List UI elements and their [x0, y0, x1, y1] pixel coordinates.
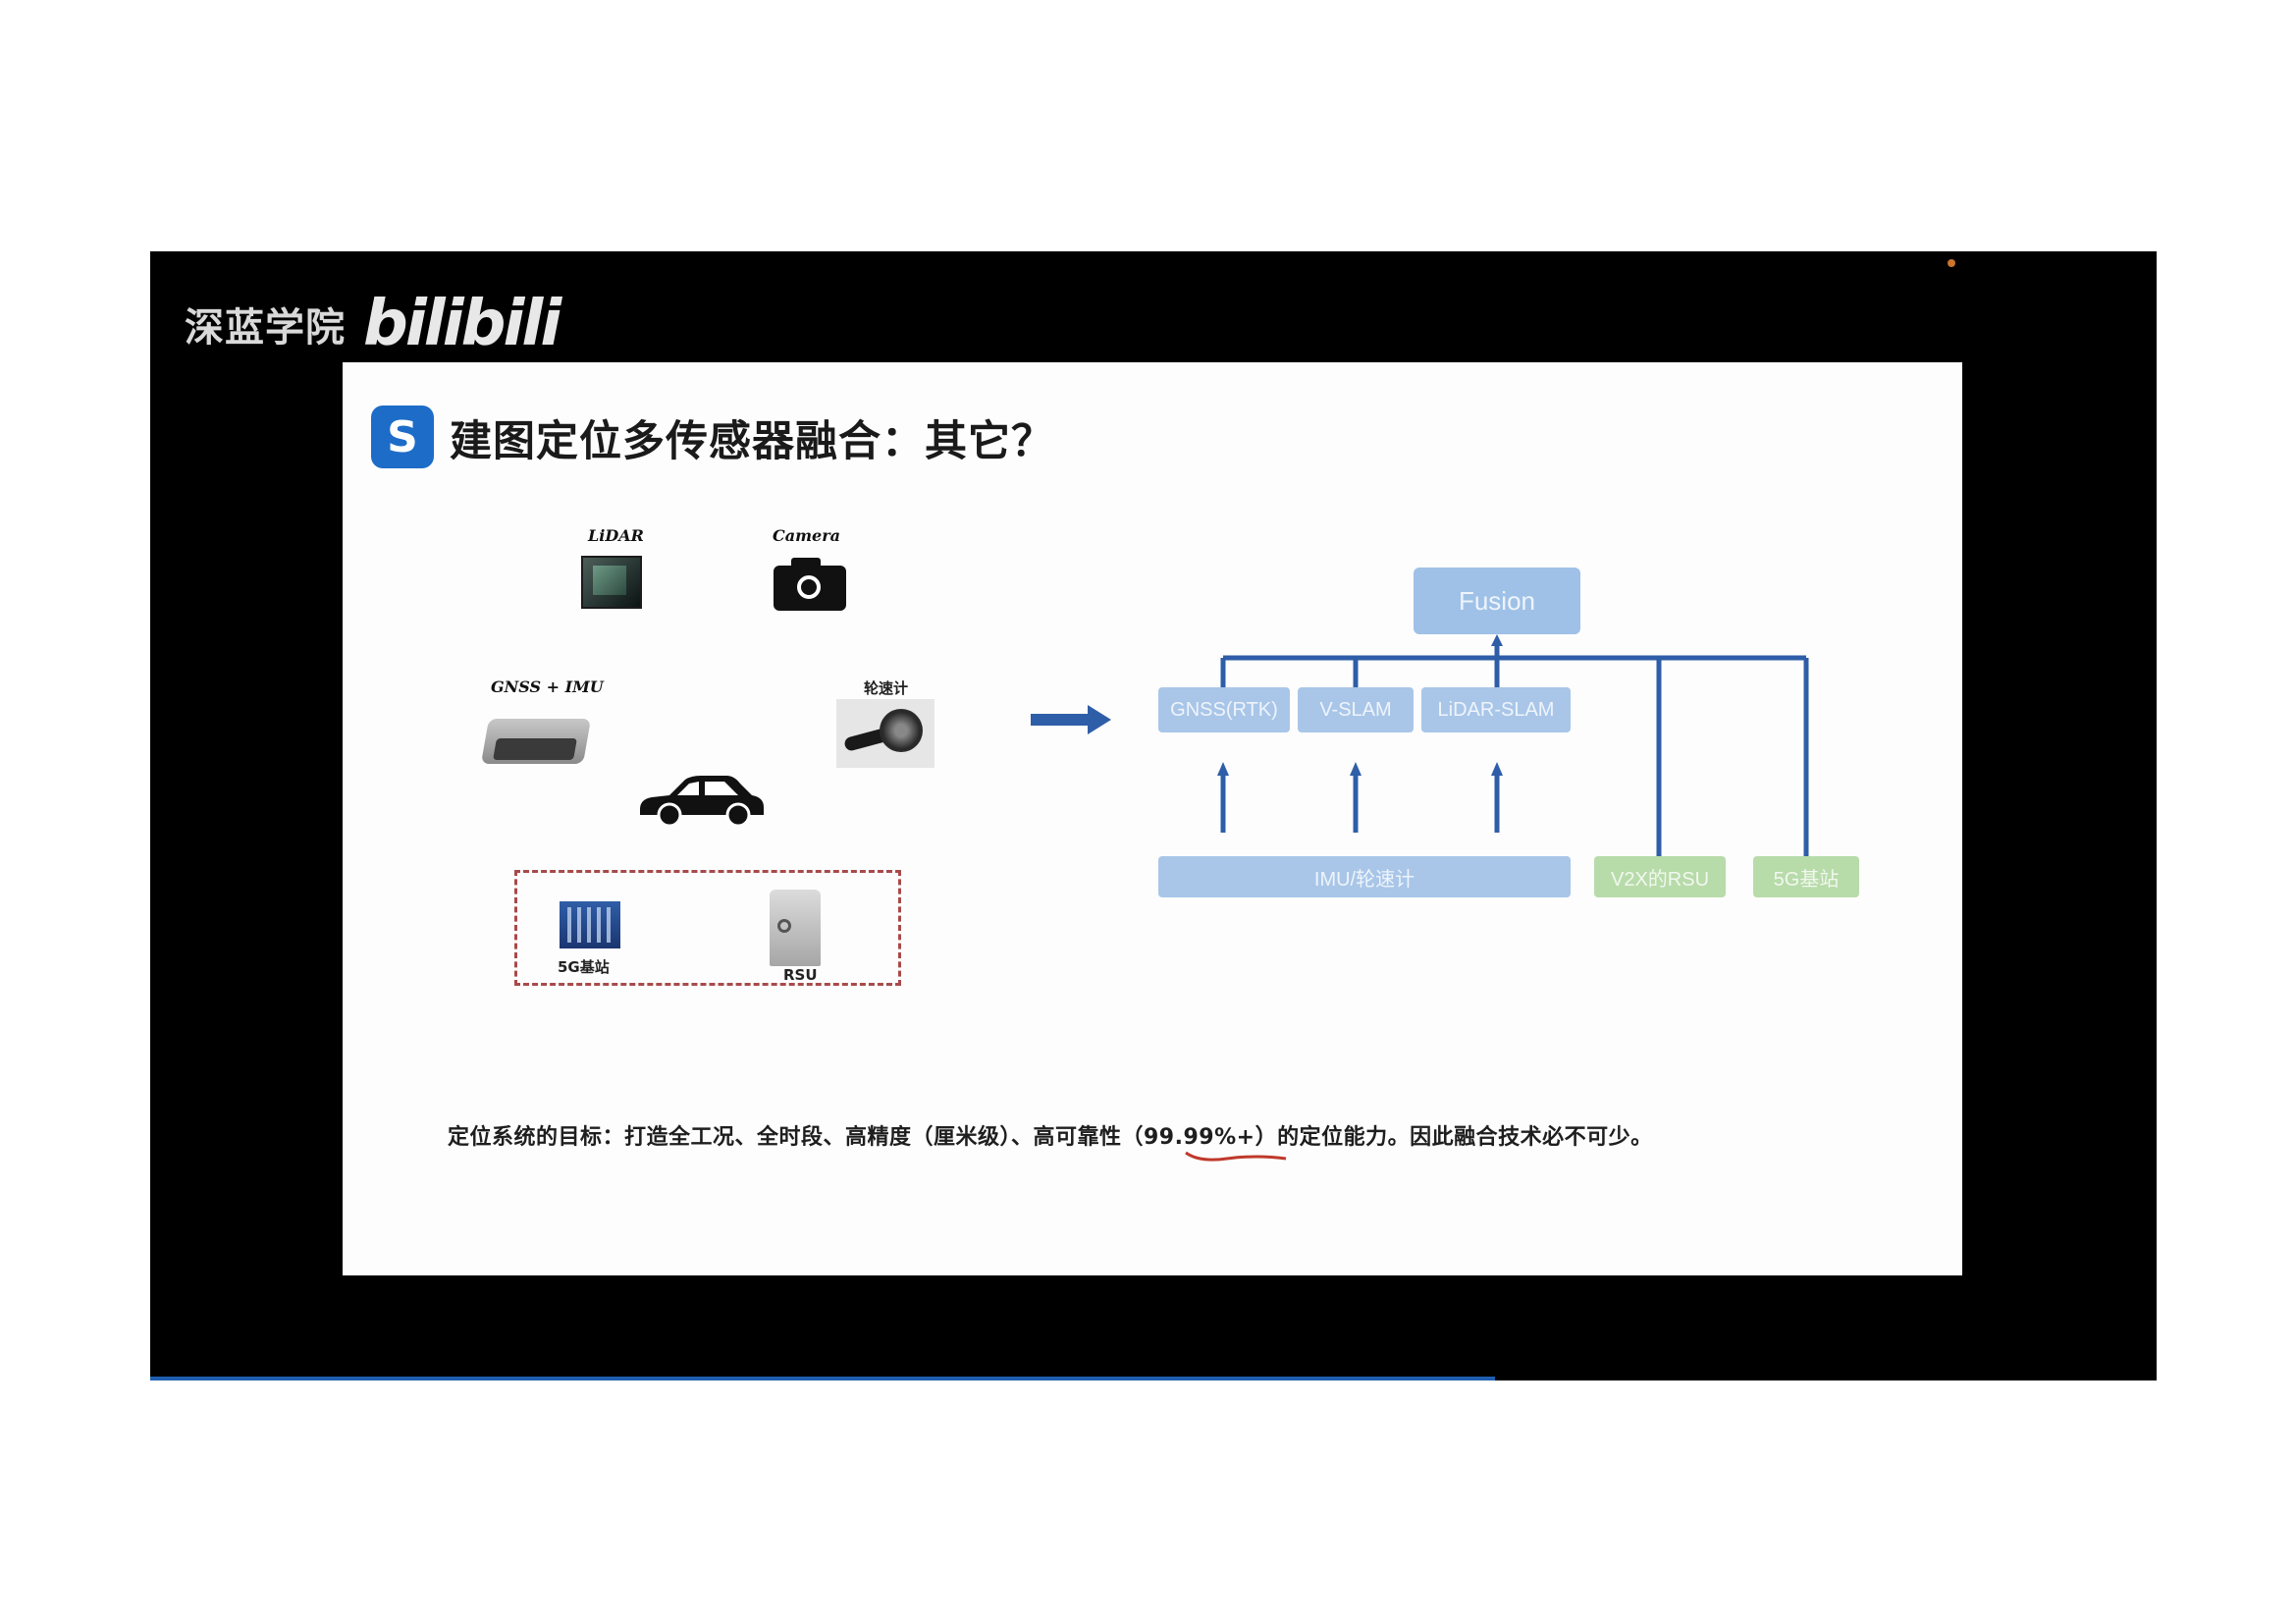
video-progress-bar[interactable]: [150, 1377, 1495, 1380]
watermark: 深蓝学院 bilibili: [185, 285, 561, 363]
rsu-label: RSU: [783, 966, 818, 984]
slide-title: 建图定位多传感器融合：其它？: [450, 417, 1054, 466]
vslam-node: V-SLAM: [1298, 687, 1414, 732]
infrastructure-group: [514, 870, 901, 986]
rsu-icon: [770, 890, 821, 966]
gnss-rtk-node: GNSS(RTK): [1158, 687, 1290, 732]
wheel-label: 轮速计: [864, 679, 909, 697]
fusion-node: Fusion: [1414, 568, 1580, 634]
lidar-slam-node: LiDAR-SLAM: [1421, 687, 1571, 732]
lidar-sensor-icon: [581, 556, 642, 609]
camera-label: Camera: [773, 526, 841, 545]
goal-statement: 定位系统的目标：打造全工况、全时段、高精度（厘米级）、高可靠性（99.99%+）…: [448, 1125, 1653, 1150]
right-arrow-icon: [1031, 705, 1111, 734]
gnss-imu-icon: [480, 705, 593, 770]
bilibili-logo: bilibili: [363, 288, 561, 360]
5g-station-icon: [560, 901, 620, 948]
lidar-label: LiDAR: [588, 526, 644, 545]
imu-wheel-node: IMU/轮速计: [1158, 856, 1571, 897]
status-dot: [1948, 259, 1955, 267]
v2x-rsu-node: V2X的RSU: [1594, 856, 1726, 897]
camera-icon: [774, 556, 846, 611]
wheel-encoder-icon: [836, 699, 934, 768]
gnss-imu-label: GNSS + IMU: [491, 677, 604, 696]
watermark-org: 深蓝学院: [185, 305, 346, 351]
course-logo-icon: S: [371, 406, 434, 468]
station-label: 5G基站: [558, 958, 610, 976]
slide: [343, 362, 1962, 1275]
5g-station-node: 5G基站: [1753, 856, 1859, 897]
car-icon: [640, 776, 764, 827]
